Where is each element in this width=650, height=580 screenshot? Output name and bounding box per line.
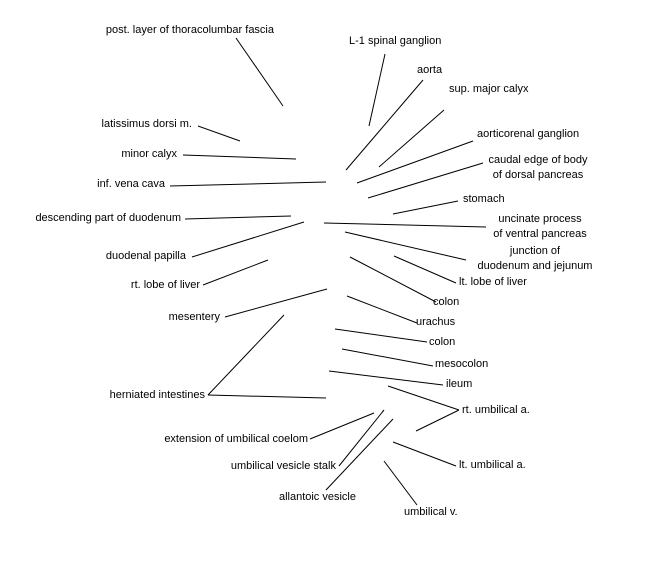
label-aorta: aorta bbox=[417, 64, 443, 76]
leader-umbilical-v bbox=[383, 460, 418, 506]
label-uncinate-process-line1: uncinate process bbox=[498, 213, 582, 225]
label-rt-lobe-liver: rt. lobe of liver bbox=[130, 279, 200, 291]
label-stomach: stomach bbox=[463, 193, 505, 205]
label-mesocolon: mesocolon bbox=[435, 358, 489, 370]
leader-inf-vena-cava bbox=[169, 181, 327, 187]
label-lt-lobe-liver: lt. lobe of liver bbox=[459, 276, 527, 288]
leader-urachus bbox=[346, 295, 418, 324]
leader-lt-lobe-liver bbox=[393, 255, 457, 284]
label-caudal-edge-pancreas: caudal edge of body of dorsal pancreas bbox=[484, 153, 592, 183]
leader-rt-lobe-liver bbox=[202, 259, 269, 286]
leader-stomach bbox=[392, 200, 459, 215]
leader-mesocolon bbox=[341, 348, 434, 367]
label-junction-duodenum-jejunum-line2: duodenum and jejunum bbox=[477, 260, 593, 272]
leader-caudal-edge-pancreas bbox=[367, 162, 484, 199]
leader-allantoic-vesicle bbox=[325, 418, 394, 491]
leader-sup-major-calyx bbox=[378, 109, 445, 168]
leader-minor-calyx bbox=[182, 154, 297, 160]
leader-aorticorenal-ganglion bbox=[356, 140, 474, 184]
label-umbilical-vesicle-stalk: umbilical vesicle stalk bbox=[230, 460, 336, 472]
label-minor-calyx: minor calyx bbox=[121, 148, 177, 160]
label-caudal-edge-pancreas-line1: caudal edge of body bbox=[488, 154, 588, 166]
label-ileum: ileum bbox=[446, 378, 473, 390]
leader-lt-umbilical-a bbox=[392, 441, 457, 467]
leader-extension-umbilical-coelom bbox=[309, 412, 375, 440]
leader-umbilical-vesicle-stalk bbox=[338, 409, 385, 467]
label-extension-umbilical-coelom: extension of umbilical coelom bbox=[164, 433, 308, 445]
leader-aorta bbox=[345, 79, 424, 171]
label-colon-lower: colon bbox=[429, 336, 456, 348]
label-junction-duodenum-jejunum-line1: junction of bbox=[509, 245, 561, 257]
label-uncinate-process-line2: of ventral pancreas bbox=[493, 228, 587, 240]
label-duodenal-papilla: duodenal papilla bbox=[105, 250, 186, 262]
leader-herniated-intestines-upper bbox=[207, 314, 285, 396]
label-lt-umbilical-a: lt. umbilical a. bbox=[459, 459, 526, 471]
label-latissimus-dorsi: latissimus dorsi m. bbox=[101, 118, 192, 130]
leader-junction-duodenum-jejunum bbox=[344, 231, 467, 261]
leader-rt-umbilical-a-lower bbox=[415, 409, 460, 432]
leader-l1-spinal-ganglion bbox=[368, 53, 386, 127]
label-inf-vena-cava: inf. vena cava bbox=[97, 178, 165, 190]
label-sup-major-calyx: sup. major calyx bbox=[449, 83, 529, 95]
leader-duodenal-papilla bbox=[191, 221, 305, 258]
label-descending-duodenum: descending part of duodenum bbox=[35, 212, 181, 224]
leader-herniated-intestines-lower bbox=[207, 394, 327, 399]
label-l1-spinal-ganglion: L-1 spinal ganglion bbox=[349, 35, 442, 47]
leader-colon-upper bbox=[349, 256, 437, 303]
label-uncinate-process: uncinate process of ventral pancreas bbox=[488, 212, 592, 242]
label-post-layer-thoracolumbar-fascia: post. layer of thoracolumbar fascia bbox=[105, 24, 274, 36]
label-allantoic-vesicle: allantoic vesicle bbox=[278, 491, 356, 503]
label-umbilical-v: umbilical v. bbox=[404, 506, 458, 518]
leader-rt-umbilical-a-upper bbox=[387, 385, 460, 411]
leader-post-layer-thoracolumbar-fascia bbox=[235, 37, 284, 107]
label-urachus: urachus bbox=[416, 316, 456, 328]
label-mesentery: mesentery bbox=[168, 311, 220, 323]
leader-descending-duodenum bbox=[184, 215, 292, 220]
leader-latissimus-dorsi bbox=[197, 125, 241, 142]
label-colon-upper: colon bbox=[433, 296, 460, 308]
label-rt-umbilical-a: rt. umbilical a. bbox=[462, 404, 530, 416]
leader-mesentery bbox=[224, 288, 328, 318]
leader-ileum bbox=[328, 370, 444, 386]
label-herniated-intestines: herniated intestines bbox=[109, 389, 205, 401]
label-aorticorenal-ganglion: aorticorenal ganglion bbox=[477, 128, 580, 140]
label-junction-duodenum-jejunum: junction of duodenum and jejunum bbox=[470, 244, 600, 274]
label-caudal-edge-pancreas-line2: of dorsal pancreas bbox=[492, 169, 584, 181]
leader-uncinate-process bbox=[323, 222, 487, 228]
leader-colon-lower bbox=[334, 328, 428, 343]
